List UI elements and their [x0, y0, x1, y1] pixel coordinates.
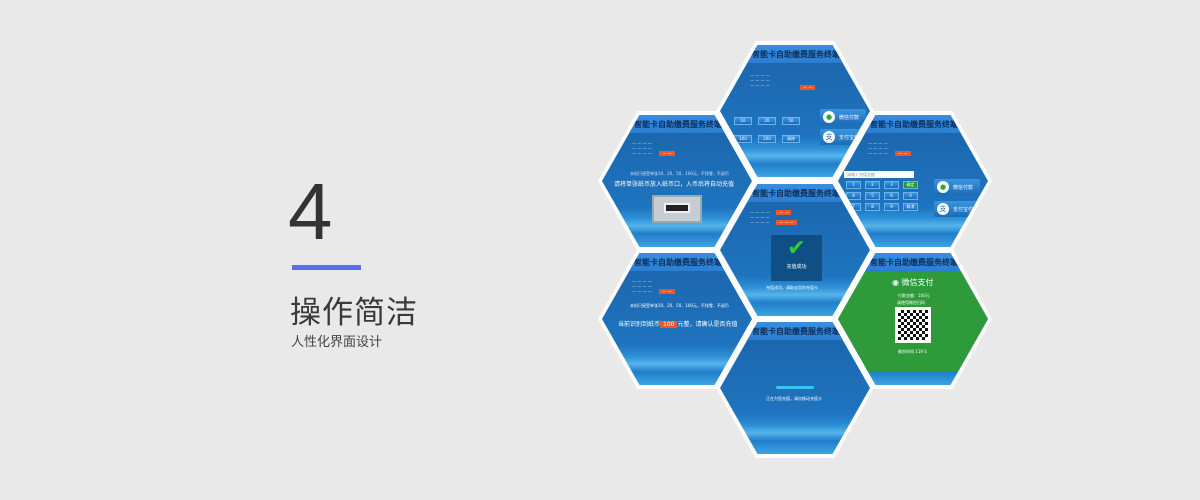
screen-title: 智能卡自助缴费服务终端	[720, 322, 870, 340]
key-button[interactable]: 9	[884, 203, 899, 211]
confirm-hint: 本机只接受单张10、20、50、100元，不找零、不退币	[630, 303, 729, 308]
bill-acceptor-image	[652, 195, 702, 223]
key-button[interactable]: 4	[846, 192, 861, 200]
progress-message: 正在为您充值，请勿移动充值卡	[766, 396, 822, 401]
screen-title: 智能卡自助缴费服务终端	[838, 115, 988, 133]
amount-input[interactable]: 请输入充值金额	[844, 171, 914, 178]
accent-divider	[292, 265, 361, 270]
coin-hint: 本机只接受单张10、20、50、100元，不找零、不退币	[630, 171, 729, 176]
clear-button[interactable]: 清除	[782, 135, 800, 143]
feature-subtitle: 人性化界面设计	[291, 335, 383, 350]
alipay-icon: 支	[937, 203, 949, 215]
key-button[interactable]: 6	[884, 192, 899, 200]
pay-amount: 付款金额：100元	[898, 293, 930, 298]
amount-button[interactable]: 10	[734, 117, 752, 125]
confirm-button[interactable]: 确定	[903, 181, 918, 189]
keypad: 1 2 3 确定 4 5 6 0 7 8 9 取消	[846, 181, 918, 211]
amount-button[interactable]: 100	[734, 135, 752, 143]
scan-hint: 请使用微信扫码	[897, 300, 925, 305]
qr-code	[895, 307, 931, 343]
screen-title: 智能卡自助缴费服务终端	[602, 115, 752, 133]
countdown: 剩余时间 119 S	[898, 349, 927, 354]
screen-title: 智能卡自助缴费服务终端	[720, 45, 870, 63]
success-label: 充值成功	[786, 264, 807, 270]
cancel-button[interactable]: 取消	[903, 203, 918, 211]
alipay-button[interactable]: 支支付宝付款	[934, 201, 980, 217]
checkmark-icon: ✔	[787, 236, 806, 261]
wechat-icon: ◉	[892, 278, 899, 287]
progress-bar	[776, 386, 814, 389]
success-panel: ✔ 充值成功	[771, 235, 822, 281]
wechat-icon: ●	[823, 111, 835, 123]
key-button[interactable]: 3	[884, 181, 899, 189]
feature-title: 操作简洁	[290, 295, 418, 331]
key-button[interactable]: 0	[903, 192, 918, 200]
key-button[interactable]: 5	[865, 192, 880, 200]
amount-button[interactable]: 20	[758, 117, 776, 125]
feature-number: 4	[288, 167, 333, 256]
key-button[interactable]: 1	[846, 181, 861, 189]
screen-title: 智能卡自助缴费服务终端	[720, 184, 870, 202]
success-message: 充值成功，请取走您的充值卡	[766, 285, 818, 290]
key-button[interactable]: 8	[865, 203, 880, 211]
wechat-icon: ●	[937, 181, 949, 193]
wechat-pay-button[interactable]: ●微信付款	[820, 109, 866, 125]
alipay-icon: 支	[823, 131, 835, 143]
amount-button[interactable]: 200	[758, 135, 776, 143]
screen-title: 智能卡自助缴费服务终端	[602, 253, 752, 271]
coin-prompt: 请将单张纸币放入纸币口，入币后将自动充值	[614, 181, 735, 188]
key-button[interactable]: 2	[865, 181, 880, 189]
screen-title: 智能卡自助缴费服务终端	[838, 253, 988, 271]
amount-button[interactable]: 50	[782, 117, 800, 125]
wechat-title: ◉ 微信支付	[892, 278, 934, 287]
screen-wechat-pay: 智能卡自助缴费服务终端 ◉ 微信支付 付款金额：100元 请使用微信扫码 剩余时…	[834, 249, 992, 389]
wechat-pay-button[interactable]: ●微信付款	[934, 179, 980, 195]
